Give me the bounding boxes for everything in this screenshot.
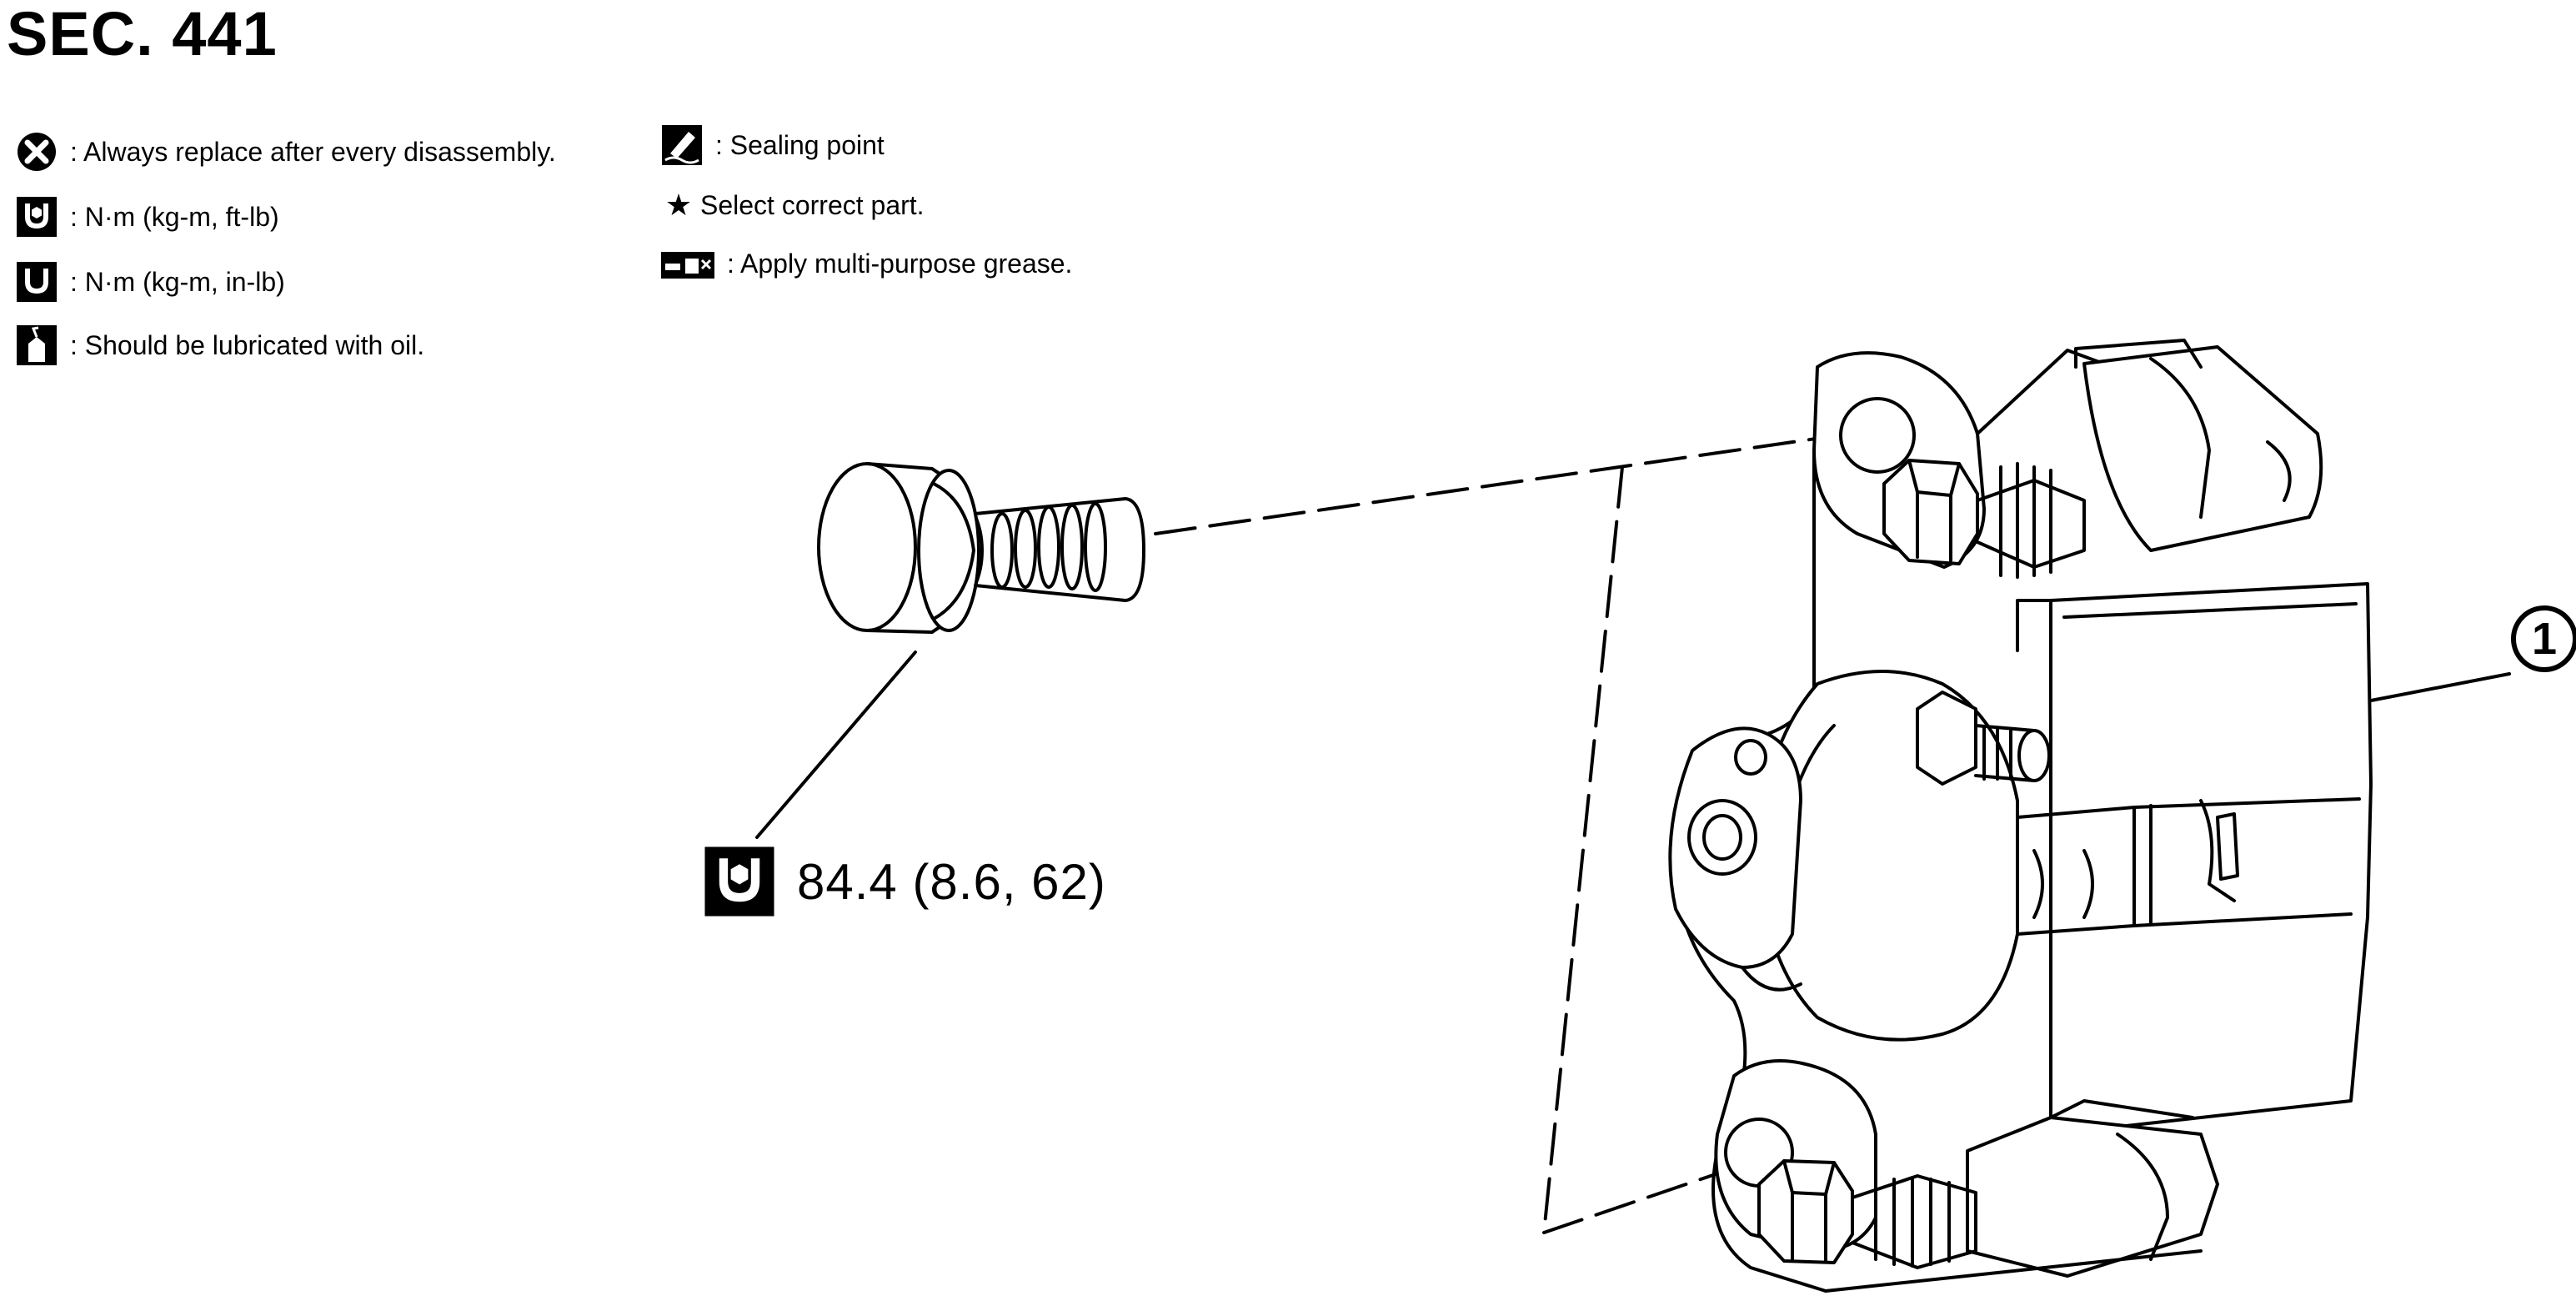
star-icon: ★ [664,188,693,222]
wrench-ft-lb-icon [15,195,58,239]
section-title: SEC. 441 [7,0,278,68]
bleeder-screw [1917,692,2049,784]
legend-item-grease: : Apply multi-purpose grease. [660,242,1072,285]
sealing-point-icon [660,123,704,167]
legend-item-always-replace: : Always replace after every disassembly… [15,130,556,173]
legend-text: : Always replace after every disassembly… [70,136,556,167]
mounting-bolt [757,464,1144,837]
upper-guide-bolt [1884,460,2084,577]
grease-gun-icon [660,247,715,280]
legend-item-torque-ft-lb: : N·m (kg-m, ft-lb) [15,195,279,239]
legend-text: : N·m (kg-m, ft-lb) [70,201,279,232]
legend-text: : Sealing point [715,129,885,160]
part-callout-1: 1 [2511,605,2576,672]
legend-text: : N·m (kg-m, in-lb) [70,266,285,297]
lower-guide-bolt [1759,1161,1976,1268]
legend-item-sealing-point: : Sealing point [660,123,885,167]
legend-text: : Should be lubricated with oil. [70,329,425,360]
legend-item-select-part: ★ Select correct part. [662,183,925,227]
oil-can-icon [15,324,58,367]
legend-text: : Apply multi-purpose grease. [727,248,1073,279]
torque-label: 84.4 (8.6, 62) [702,844,1106,919]
legend-item-torque-in-lb: : N·m (kg-m, in-lb) [15,260,285,304]
x-circle-icon [15,130,58,173]
torque-value: 84.4 (8.6, 62) [797,853,1106,910]
wrench-ft-lb-icon [702,844,777,919]
legend-text: Select correct part. [700,189,925,220]
wrench-in-lb-icon [15,260,58,304]
brake-caliper [1670,340,2509,1291]
hose-port-boss [1670,728,1801,989]
legend-item-lubricate-oil: : Should be lubricated with oil. [15,324,424,367]
alignment-lines [1155,434,1851,1233]
